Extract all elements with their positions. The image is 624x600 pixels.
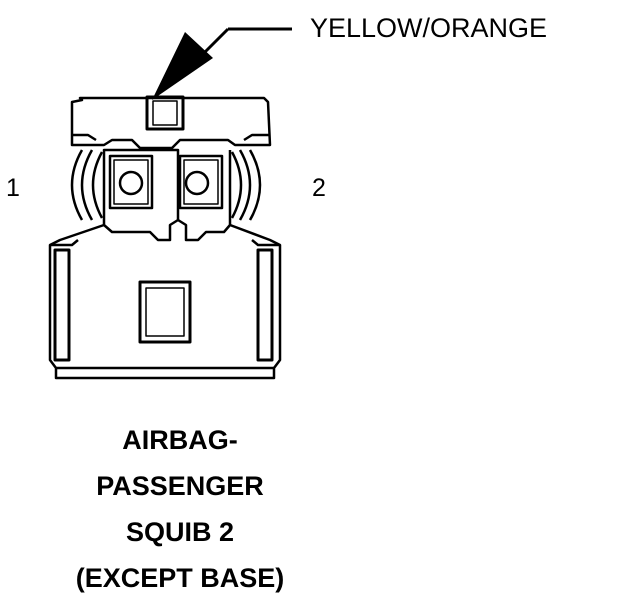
caption-line-2: PASSENGER [96, 471, 264, 501]
pin-1-label: 1 [6, 174, 20, 202]
caption-line-3: SQUIB 2 [125, 517, 235, 547]
callout-leader [198, 27, 292, 59]
pin-2-label: 2 [312, 174, 326, 202]
connector-body [48, 95, 282, 380]
caption-line-1: AIRBAG- [122, 425, 238, 455]
caption-line-4: (EXCEPT BASE) [75, 563, 285, 593]
callout-arrowhead [152, 32, 213, 100]
wire-color-label: YELLOW/ORANGE [310, 13, 547, 43]
